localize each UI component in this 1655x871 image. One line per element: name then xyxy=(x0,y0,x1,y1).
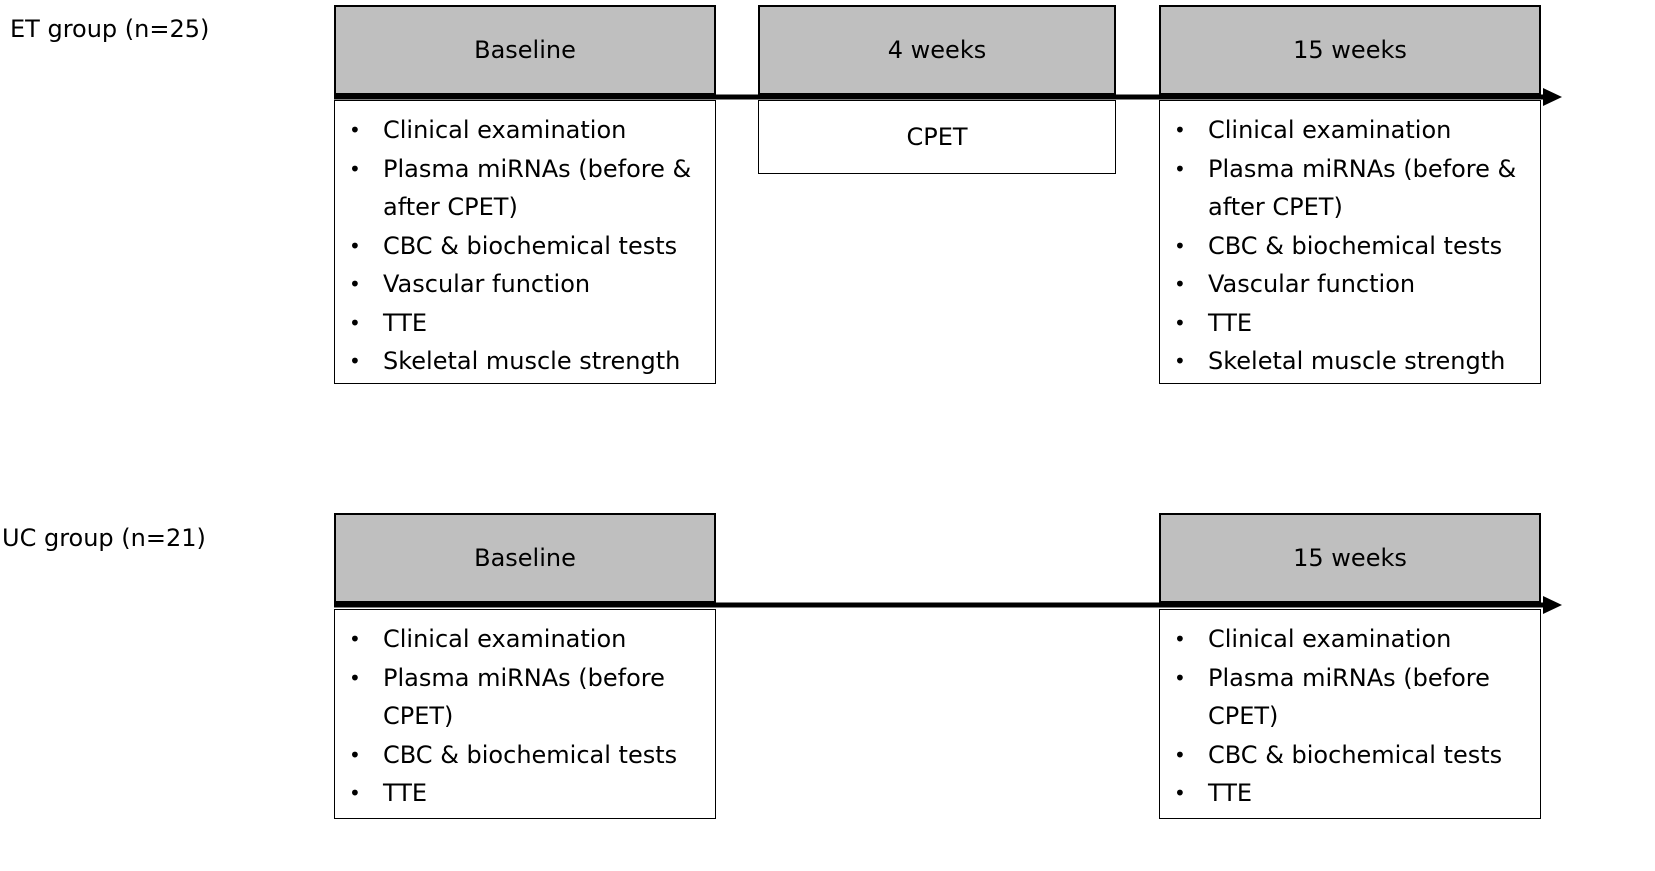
bullet-icon: • xyxy=(1174,349,1186,373)
list-item-text: CPET) xyxy=(1208,702,1279,730)
list-item-text: Plasma miRNAs (before & xyxy=(383,154,692,183)
bullet-icon: • xyxy=(349,310,361,335)
bullet-icon: • xyxy=(349,349,361,373)
uc-baseline-box: • Clinical examination • Plasma miRNAs (bef… xyxy=(334,609,716,819)
bullet-icon: • xyxy=(349,627,361,651)
et-4weeks-header: 4 weeks xyxy=(758,5,1116,95)
bullet-icon: • xyxy=(349,665,361,690)
bullet-icon: • xyxy=(1174,781,1186,805)
list-item-text: Clinical examination xyxy=(1208,625,1452,653)
et-baseline-list: • Clinical examination • Plasma miRNAs (bef… xyxy=(335,101,715,381)
uc-baseline-list: • Clinical examination • Plasma miRNAs (bef… xyxy=(335,610,715,813)
bullet-icon: • xyxy=(349,233,361,258)
bullet-icon: • xyxy=(1174,118,1186,142)
list-item-text: TTE xyxy=(1208,308,1253,337)
cpet-label: CPET xyxy=(906,123,968,151)
list-item: • Skeletal muscle strength xyxy=(335,342,715,381)
list-item: • TTE xyxy=(335,774,715,813)
bullet-icon: • xyxy=(1174,742,1186,767)
et-timeline-arrowhead xyxy=(1543,88,1562,106)
list-item: • Plasma miRNAs (before & after CPET) xyxy=(1160,150,1540,227)
list-item-text: Clinical examination xyxy=(1208,116,1452,144)
bullet-icon: • xyxy=(1174,233,1186,258)
bullet-icon: • xyxy=(349,781,361,805)
uc-15weeks-list: • Clinical examination • Plasma miRNAs (bef… xyxy=(1160,610,1540,813)
list-item: • Vascular function xyxy=(1160,265,1540,304)
list-item: • TTE xyxy=(1160,774,1540,813)
list-item-text: Vascular function xyxy=(383,270,591,298)
list-item-text: CBC & biochemical tests xyxy=(1208,740,1503,769)
list-item: • CBC & biochemical tests xyxy=(335,736,715,775)
bullet-icon: • xyxy=(1174,665,1186,690)
list-item-text: TTE xyxy=(1208,779,1253,807)
list-item: • CBC & biochemical tests xyxy=(1160,227,1540,266)
bullet-icon: • xyxy=(349,272,361,296)
list-item-text: Clinical examination xyxy=(383,625,627,653)
et-15weeks-box: • Clinical examination • Plasma miRNAs (bef… xyxy=(1159,100,1541,384)
list-item: • Clinical examination xyxy=(1160,111,1540,150)
et-15weeks-header: 15 weeks xyxy=(1159,5,1541,95)
list-item: • CBC & biochemical tests xyxy=(1160,736,1540,775)
uc-timeline-arrowhead xyxy=(1543,596,1562,614)
list-item: • Clinical examination xyxy=(335,111,715,150)
list-item-text: Skeletal muscle strength xyxy=(383,347,681,375)
list-item-text: after CPET) xyxy=(383,193,518,221)
list-item: • TTE xyxy=(1160,304,1540,343)
list-item-text: after CPET) xyxy=(1208,193,1343,221)
list-item-text: CBC & biochemical tests xyxy=(383,740,678,769)
bullet-icon: • xyxy=(349,742,361,767)
list-item-text: Plasma miRNAs (before xyxy=(383,663,665,692)
bullet-icon: • xyxy=(1174,156,1186,181)
list-item: • Vascular function xyxy=(335,265,715,304)
et-baseline-header: Baseline xyxy=(334,5,716,95)
list-item: • Clinical examination xyxy=(335,620,715,659)
list-item-text: TTE xyxy=(383,779,428,807)
et-15weeks-list: • Clinical examination • Plasma miRNAs (bef… xyxy=(1160,101,1540,381)
bullet-icon: • xyxy=(1174,627,1186,651)
bullet-icon: • xyxy=(349,118,361,142)
list-item-text: CBC & biochemical tests xyxy=(383,231,678,260)
et-group-label: ET group (n=25) xyxy=(10,15,210,43)
et-baseline-box: • Clinical examination • Plasma miRNAs (bef… xyxy=(334,100,716,384)
list-item: • CBC & biochemical tests xyxy=(335,227,715,266)
list-item: • Skeletal muscle strength xyxy=(1160,342,1540,381)
uc-baseline-header: Baseline xyxy=(334,513,716,603)
list-item: • TTE xyxy=(335,304,715,343)
uc-group-label: UC group (n=21) xyxy=(2,524,206,552)
list-item-text: TTE xyxy=(383,308,428,337)
list-item-text: Clinical examination xyxy=(383,116,627,144)
list-item-text: CPET) xyxy=(383,702,454,730)
uc-15weeks-box: • Clinical examination • Plasma miRNAs (bef… xyxy=(1159,609,1541,819)
bullet-icon: • xyxy=(1174,272,1186,296)
uc-15weeks-header: 15 weeks xyxy=(1159,513,1541,603)
list-item-text: Plasma miRNAs (before & xyxy=(1208,154,1517,183)
list-item-text: Plasma miRNAs (before xyxy=(1208,663,1490,692)
list-item-text: CBC & biochemical tests xyxy=(1208,231,1503,260)
bullet-icon: • xyxy=(349,156,361,181)
et-cpet-box: CPET xyxy=(758,100,1116,174)
list-item: • Plasma miRNAs (before & after CPET) xyxy=(335,150,715,227)
bullet-icon: • xyxy=(1174,310,1186,335)
list-item-text: Skeletal muscle strength xyxy=(1208,347,1506,375)
list-item: • Clinical examination xyxy=(1160,620,1540,659)
list-item-text: Vascular function xyxy=(1208,270,1416,298)
